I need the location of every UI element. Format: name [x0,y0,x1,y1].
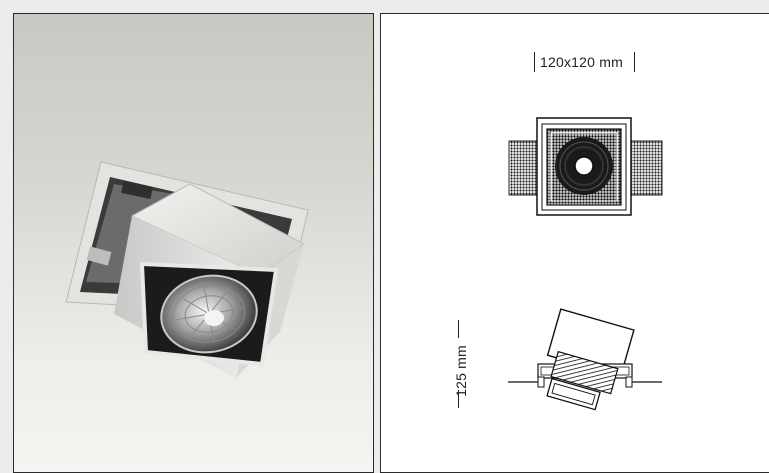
width-dimension-label: 120x120 mm [540,54,623,70]
recessed-spotlight-photo-icon [65,161,309,378]
product-photo-panel [13,13,374,473]
height-dimension-label: 125 mm [452,345,469,397]
height-dimension-bottom-bar [458,390,459,408]
technical-drawing-panel [380,13,769,473]
width-dimension-right-bar [634,52,635,72]
height-dimension-top-bar [458,320,459,338]
width-dimension-left-bar [534,52,535,72]
